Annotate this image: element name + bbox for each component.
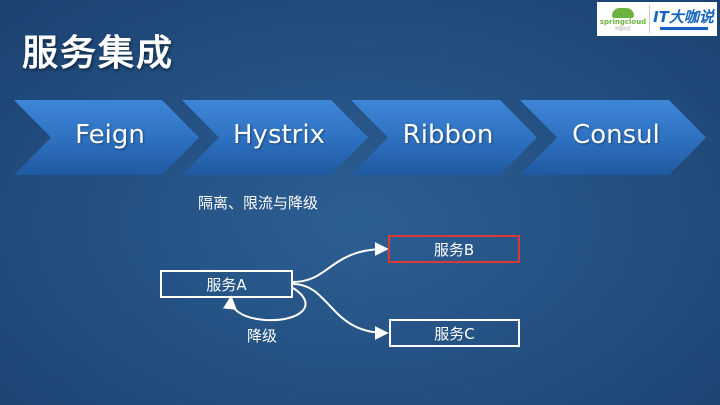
service-a-box: 服务A <box>160 270 293 298</box>
spring-cloud-logo: springcloud 中国社区 <box>597 2 649 36</box>
service-c-box: 服务C <box>389 319 520 347</box>
hystrix-note: 隔离、限流与降级 <box>198 194 319 212</box>
it-daka-logo-text: IT大咖说 <box>653 7 714 26</box>
service-b-label: 服务B <box>433 240 475 259</box>
chevron-step-4 <box>520 100 706 175</box>
arrow-a-to-c <box>292 283 389 340</box>
chevron-step-3 <box>351 100 537 175</box>
fallback-label: 降级 <box>247 327 278 345</box>
it-daka-logo: IT大咖说 <box>650 2 717 36</box>
slide-title: 服务集成 <box>22 33 175 74</box>
spring-cloud-logo-text: springcloud <box>599 17 647 26</box>
logo-divider <box>649 5 650 33</box>
service-b-box: 服务B <box>388 235 520 263</box>
spring-cloud-logo-subtext: 中国社区 <box>615 25 631 31</box>
process-step-feign: Feign <box>75 120 145 150</box>
process-step-consul: Consul <box>572 120 660 150</box>
process-chevrons <box>14 100 706 175</box>
service-c-label: 服务C <box>434 324 475 343</box>
cloud-icon <box>612 7 634 18</box>
arrow-a-to-b <box>292 242 389 283</box>
chevron-step-2 <box>182 100 368 175</box>
process-step-ribbon: Ribbon <box>402 120 494 150</box>
chevron-step-1 <box>14 100 199 175</box>
process-step-hystrix: Hystrix <box>233 120 325 150</box>
it-daka-logo-underline <box>659 26 708 30</box>
service-a-label: 服务A <box>206 275 247 294</box>
logo-bar: springcloud 中国社区 IT大咖说 <box>597 2 717 36</box>
